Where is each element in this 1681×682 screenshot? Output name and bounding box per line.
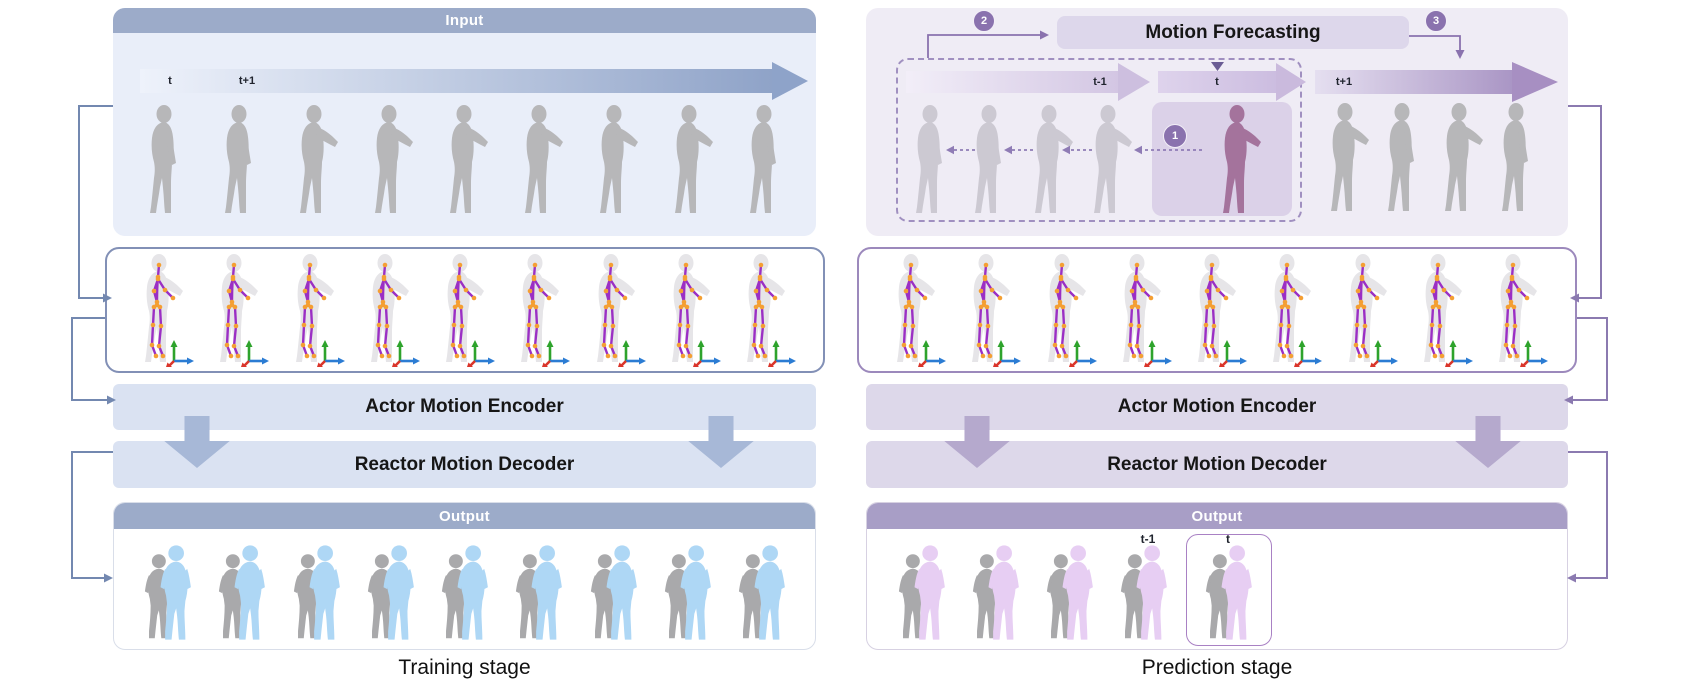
actor-silhouette-icon <box>588 104 640 216</box>
actor-reactor-pair-icon <box>584 544 642 644</box>
actor-reactor-pair-icon <box>509 544 567 644</box>
down-arrow-icon <box>1455 416 1521 468</box>
step-badge-3: 3 <box>1425 10 1447 32</box>
encoder-label: Actor Motion Encoder <box>1117 396 1317 417</box>
training-stage-caption: Training stage <box>398 656 531 679</box>
actor-silhouette-icon <box>663 104 715 216</box>
skeleton-pose-icon <box>283 253 349 367</box>
skeleton-pose-icon <box>1486 253 1552 367</box>
motion-forecasting-label: Motion Forecasting <box>1145 21 1321 43</box>
step-badge-2: 2 <box>973 10 995 32</box>
actor-reactor-pair-icon <box>138 544 196 644</box>
actor-reactor-pair-icon <box>732 544 790 644</box>
training-encoder-bar: Actor Motion Encoder <box>113 384 816 430</box>
actor-reactor-pair-icon <box>966 544 1024 644</box>
skeleton-pose-icon <box>1411 253 1477 367</box>
skeleton-pose-icon <box>1260 253 1326 367</box>
down-arrow-icon <box>944 416 1010 468</box>
encoder-label: Actor Motion Encoder <box>365 396 564 417</box>
timeline-arrow-t-minus-1 <box>906 63 1150 101</box>
output-header-label: Output <box>1191 507 1243 525</box>
training-input-header: Input <box>113 8 816 33</box>
prediction-time-label-tm1: t-1 <box>1093 76 1107 88</box>
history-faded-figures <box>904 104 1134 216</box>
faded-actor-silhouette-icon <box>1082 104 1134 216</box>
actor-reactor-pair-icon <box>658 544 716 644</box>
output-time-label-t: t <box>1226 532 1230 546</box>
decoder-label: Reactor Motion Decoder <box>354 453 575 475</box>
actor-reactor-pair-icon <box>435 544 493 644</box>
current-output-frame-box <box>1186 534 1272 646</box>
current-frame-highlight-box <box>1152 102 1292 216</box>
actor-reactor-pair-icon <box>212 544 270 644</box>
faded-actor-silhouette-icon <box>1023 104 1075 216</box>
prediction-output-header: Output <box>867 503 1567 529</box>
actor-silhouette-icon <box>363 104 415 216</box>
skeleton-pose-icon <box>508 253 574 367</box>
actor-silhouette-icon <box>1490 102 1542 214</box>
skeleton-pose-icon <box>734 253 800 367</box>
training-time-label-t1: t+1 <box>238 75 256 87</box>
actor-silhouette-icon <box>213 104 265 216</box>
prediction-time-label-tp1: t+1 <box>1335 76 1353 88</box>
actor-silhouette-icon <box>513 104 565 216</box>
prediction-encoder-bar: Actor Motion Encoder <box>866 384 1568 430</box>
step-badge-1: 1 <box>1163 124 1187 148</box>
actor-silhouette-icon <box>738 104 790 216</box>
skeleton-pose-icon <box>659 253 725 367</box>
training-timeline-arrow <box>140 62 808 100</box>
history-dashed-box <box>896 58 1302 222</box>
actor-reactor-pair-icon <box>1199 544 1257 644</box>
skeleton-pose-icon <box>959 253 1025 367</box>
actor-reactor-pair-icon <box>1040 544 1098 644</box>
actor-reactor-pair-icon <box>287 544 345 644</box>
input-header-label: Input <box>445 12 484 29</box>
skeleton-pose-icon <box>207 253 273 367</box>
skeleton-pose-icon <box>358 253 424 367</box>
training-output-pairs <box>138 544 790 644</box>
training-pose-figures <box>132 253 800 367</box>
skeleton-pose-icon <box>1336 253 1402 367</box>
future-gray-figures <box>1319 102 1542 214</box>
actor-silhouette-icon <box>1433 102 1485 214</box>
skeleton-pose-icon <box>433 253 499 367</box>
faded-actor-silhouette-icon <box>904 104 956 216</box>
training-time-label-t: t <box>168 75 172 87</box>
skeleton-pose-icon <box>584 253 650 367</box>
prediction-stage-caption: Prediction stage <box>1141 656 1293 679</box>
decoder-label: Reactor Motion Decoder <box>1107 453 1327 475</box>
current-actor-silhouette-icon <box>1211 104 1263 216</box>
faded-actor-silhouette-icon <box>963 104 1015 216</box>
down-arrow-icon <box>688 416 754 468</box>
output-header-label: Output <box>439 507 490 525</box>
timeline-arrow-t <box>1158 63 1306 101</box>
prediction-pose-figures <box>884 253 1552 367</box>
skeleton-pose-icon <box>1035 253 1101 367</box>
prediction-time-label-t: t <box>1215 76 1219 88</box>
timeline-arrow-t-plus-1 <box>1315 62 1558 102</box>
actor-reactor-pair-icon <box>892 544 950 644</box>
down-arrow-icon <box>164 416 230 468</box>
actor-silhouette-icon <box>438 104 490 216</box>
actor-silhouette-icon <box>1376 102 1428 214</box>
training-input-figures <box>138 104 790 216</box>
training-output-header: Output <box>114 503 815 529</box>
actor-reactor-pair-icon <box>361 544 419 644</box>
skeleton-pose-icon <box>1185 253 1251 367</box>
actor-silhouette-icon <box>138 104 190 216</box>
actor-silhouette-icon <box>288 104 340 216</box>
skeleton-pose-icon <box>1110 253 1176 367</box>
actor-silhouette-icon <box>1319 102 1371 214</box>
motion-forecasting-bar: Motion Forecasting <box>1057 16 1409 49</box>
skeleton-pose-icon <box>884 253 950 367</box>
skeleton-pose-icon <box>132 253 198 367</box>
actor-reactor-pair-icon <box>1114 544 1172 644</box>
output-time-label-tm1: t-1 <box>1140 532 1156 546</box>
